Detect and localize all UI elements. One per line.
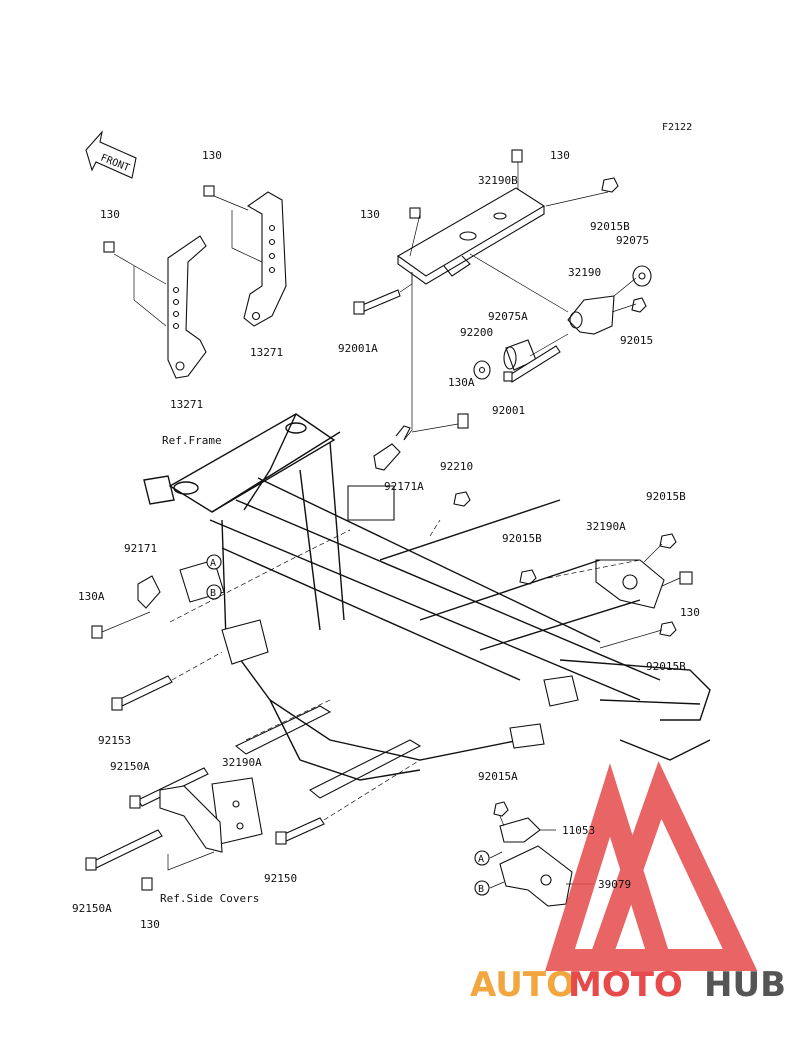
label-130-c: 130 xyxy=(550,149,570,162)
bolt-92150A-top xyxy=(129,767,209,809)
bracket-32190B xyxy=(396,187,546,285)
bracket-32190 xyxy=(567,295,615,335)
bolt-130-e xyxy=(679,571,693,585)
nut-92015 xyxy=(631,297,647,313)
svg-text:B: B xyxy=(210,588,216,599)
label-92210: 92210 xyxy=(440,460,473,473)
label-92150A-low: 92150A xyxy=(72,902,112,915)
label-130-b: 130 xyxy=(202,149,222,162)
label-92075A: 92075A xyxy=(488,310,528,323)
bolt-92153 xyxy=(111,675,173,711)
bracket-11053 xyxy=(499,817,541,843)
svg-text:B: B xyxy=(478,884,484,895)
svg-text:A: A xyxy=(210,558,216,569)
bracket-32190A-right xyxy=(595,559,665,609)
label-92015B-right-top: 92015B xyxy=(646,490,686,503)
washer-92200 xyxy=(473,360,491,380)
label-32190A: 32190A xyxy=(586,520,626,533)
nut-92015A xyxy=(493,801,509,817)
label-32190B: 32190B xyxy=(478,174,518,187)
label-13271-left: 13271 xyxy=(170,398,203,411)
label-130-e: 130 xyxy=(680,606,700,619)
label-92001: 92001 xyxy=(492,404,525,417)
label-92015B-right-low: 92015B xyxy=(646,660,686,673)
label-92001A: 92001A xyxy=(338,342,378,355)
label-92200: 92200 xyxy=(460,326,493,339)
label-32190: 32190 xyxy=(568,266,601,279)
marker-b-detail: B xyxy=(474,880,490,896)
svg-text:A: A xyxy=(478,854,484,865)
label-ref-side-covers: Ref.Side Covers xyxy=(160,892,259,905)
clamp-92171A xyxy=(373,425,411,471)
label-11053: 11053 xyxy=(562,824,595,837)
label-39079: 39079 xyxy=(598,878,631,891)
bolt-130-d xyxy=(409,207,421,219)
svg-text:AUTO: AUTO xyxy=(470,965,575,1005)
label-ref-frame: Ref.Frame xyxy=(162,434,222,447)
bolt-130-c xyxy=(511,149,523,163)
marker-a-frame: A xyxy=(206,554,222,570)
bolt-130-b xyxy=(203,185,215,197)
label-92150: 92150 xyxy=(264,872,297,885)
collar-92210 xyxy=(453,491,471,507)
clamp-92171 xyxy=(137,575,161,609)
nut-92015B-right-top xyxy=(659,533,677,549)
atv-frame xyxy=(143,413,711,799)
label-130-a: 130 xyxy=(100,208,120,221)
label-92015: 92015 xyxy=(620,334,653,347)
bolt-130A-top xyxy=(457,413,469,429)
bolt-130-a xyxy=(103,241,115,253)
svg-text:HUB: HUB xyxy=(704,965,786,1005)
label-92075: 92075 xyxy=(616,234,649,247)
label-130A-top: 130A xyxy=(448,376,475,389)
marker-b-frame: B xyxy=(206,584,222,600)
label-92171A: 92171A xyxy=(384,480,424,493)
nut-92015B-mid xyxy=(519,569,537,585)
label-92015A: 92015A xyxy=(478,770,518,783)
front-arrow-icon: FRONT xyxy=(85,130,137,179)
bolt-92001A xyxy=(353,289,401,315)
marker-a-detail: A xyxy=(474,850,490,866)
svg-text:MOTO: MOTO xyxy=(568,965,683,1005)
bracket-plate-lower xyxy=(159,785,223,853)
label-92153: 92153 xyxy=(98,734,131,747)
label-92171: 92171 xyxy=(124,542,157,555)
label-32190A-low: 32190A xyxy=(222,756,262,769)
figure-code: F2122 xyxy=(662,122,692,133)
label-92150A-top: 92150A xyxy=(110,760,150,773)
bushing-92075 xyxy=(632,265,652,287)
label-92015B-top: 92015B xyxy=(590,220,630,233)
label-13271-right: 13271 xyxy=(250,346,283,359)
bolt-130A-left xyxy=(91,625,103,639)
bolt-130-f xyxy=(141,877,153,891)
watermark-logo-icon xyxy=(545,761,758,971)
nut-92015B-top xyxy=(601,177,619,193)
label-130A-left: 130A xyxy=(78,590,105,603)
label-130-f: 130 xyxy=(140,918,160,931)
bolt-92150 xyxy=(275,817,325,845)
bracket-13271-right xyxy=(243,191,287,327)
nut-92015B-right-low xyxy=(659,621,677,637)
bolt-92150A-lower xyxy=(85,829,163,871)
label-130-d: 130 xyxy=(360,208,380,221)
bolt-92001 xyxy=(503,345,561,383)
bracket-13271-left xyxy=(167,235,207,379)
watermark-text: AUTO MOTO HUB xyxy=(470,965,786,1005)
plate-39079 xyxy=(499,845,573,907)
label-92015B-mid: 92015B xyxy=(502,532,542,545)
